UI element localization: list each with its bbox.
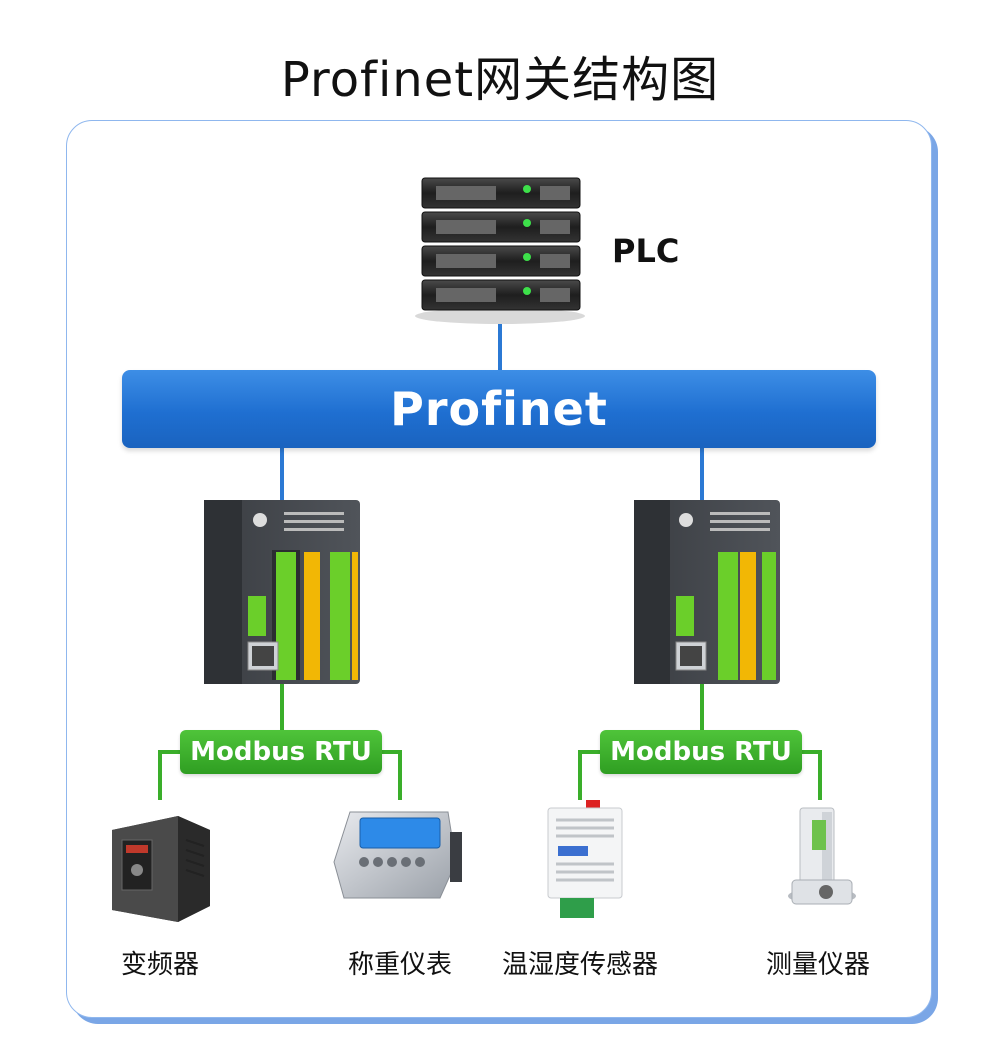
rtu-link-instrument <box>802 750 822 800</box>
inverter-icon <box>112 816 210 922</box>
rtu-link-inverter <box>158 750 180 800</box>
weighing-indicator-icon <box>333 811 462 899</box>
rtu-links <box>158 684 822 800</box>
gateway-left-icon <box>204 500 360 684</box>
rtu-link-sensor <box>578 750 600 800</box>
device-label-instrument: 测量仪器 <box>765 950 870 980</box>
measuring-instrument-icon <box>788 807 856 905</box>
modbus-rtu-badge-left: Modbus RTU <box>180 730 382 774</box>
gateway-right-icon <box>634 500 780 684</box>
profinet-bus: Profinet <box>122 370 876 448</box>
device-label-inverter: 变频器 <box>120 950 199 980</box>
device-label-sensor: 温湿度传感器 <box>501 950 658 980</box>
temp-humidity-sensor-icon <box>547 800 623 918</box>
device-label-scale: 称重仪表 <box>347 950 452 980</box>
modbus-rtu-badge-right: Modbus RTU <box>600 730 802 774</box>
profinet-links <box>280 322 704 500</box>
plc-label: PLC <box>612 232 680 270</box>
plc-server-icon <box>415 177 585 324</box>
rtu-link-scale <box>382 750 402 800</box>
page-title: Profinet网关结构图 <box>280 52 720 108</box>
